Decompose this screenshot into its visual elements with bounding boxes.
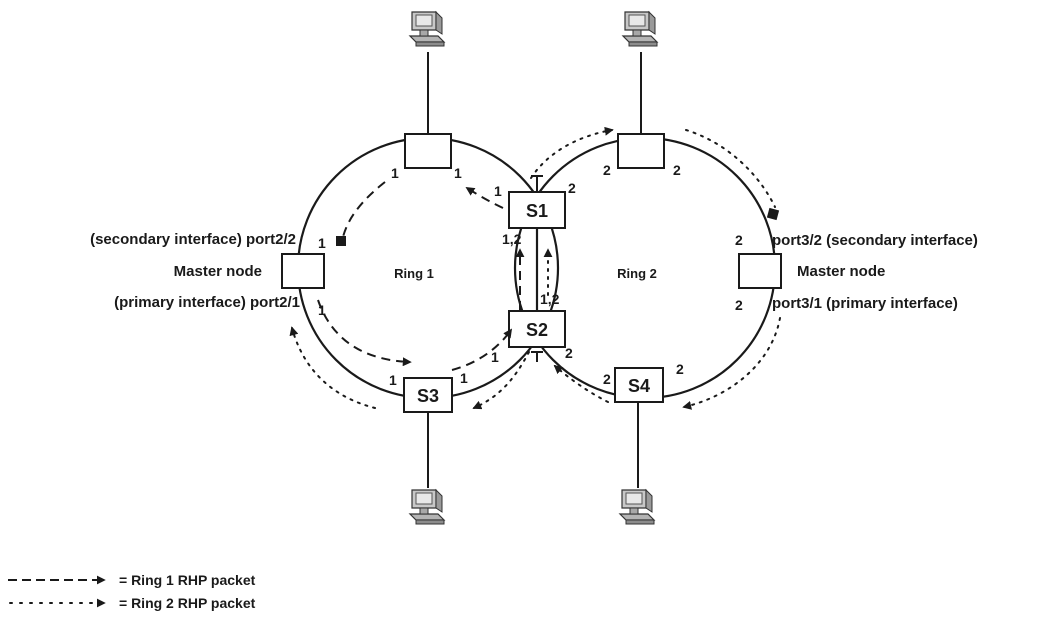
blocked-port-icon: [336, 236, 346, 246]
port-number: 2: [673, 162, 681, 178]
port-number: 1,2: [540, 291, 560, 307]
node-s2: [508, 310, 566, 348]
ring1-master-node: [281, 253, 325, 289]
port-number: 2: [603, 162, 611, 178]
port-number: 1: [318, 235, 326, 251]
ring1-master-node-label: Master node: [174, 263, 262, 280]
ring2-packet-path: [682, 317, 781, 410]
ring2-port-numbers: 2 2 2 2 2 2 2 2: [565, 162, 743, 387]
node-s2-label: S2: [526, 320, 548, 340]
topology-markers: [531, 175, 543, 362]
port-number: 2: [568, 180, 576, 196]
node-s3: [403, 377, 453, 413]
desktop-computer-icon: [619, 489, 655, 525]
ring-1-label: Ring 1: [394, 266, 434, 281]
ring2-top-node: [617, 133, 665, 169]
ring1-master-annotations: (secondary interface) port2/2 Master nod…: [90, 231, 300, 311]
ring1-packet-path: [451, 328, 513, 371]
port-number: 2: [603, 371, 611, 387]
port-number: 1: [454, 165, 462, 181]
ring1-packet-path: [317, 299, 412, 367]
port-number: 2: [565, 345, 573, 361]
ring2-master-node-label: Master node: [797, 263, 885, 280]
desktop-computer-icon: [622, 11, 658, 47]
ring1-primary-interface-label: (primary interface) port2/1: [114, 294, 300, 311]
ring2-master-annotations: port3/2 (secondary interface) Master nod…: [772, 232, 978, 312]
desktop-computer-icon: [409, 489, 445, 525]
ring1-rhp-packet-paths: [317, 181, 525, 371]
ring2-packet-path: [530, 126, 614, 179]
ring1-port-numbers: 1 1 1 1 1 1 1 1 1,2 1,2: [318, 165, 560, 388]
port-number: 1: [391, 165, 399, 181]
ring1-secondary-interface-label: (secondary interface) port2/2: [90, 231, 296, 248]
ring2-primary-interface-label: port3/1 (primary interface): [772, 295, 958, 312]
ring2-rhp-packet-paths: [289, 126, 781, 410]
port-number: 1: [491, 349, 499, 365]
node-s4-label: S4: [628, 376, 650, 396]
desktop-computer-icon: [409, 11, 445, 47]
port-number: 2: [676, 361, 684, 377]
switch-nodes: [281, 133, 782, 413]
port-number: 2: [735, 297, 743, 313]
port-number: 1: [318, 302, 326, 318]
port-number: 1,2: [502, 231, 522, 247]
legend: = Ring 1 RHP packet = Ring 2 RHP packet: [8, 572, 256, 611]
ring2-packet-path: [553, 364, 609, 403]
ring2-packet-path: [685, 129, 776, 208]
ring-2-label: Ring 2: [617, 266, 657, 281]
ring1-packet-path: [342, 181, 386, 238]
node-s4: [614, 367, 664, 403]
ring1-packet-path: [465, 187, 504, 209]
ring2-packet-path: [289, 326, 376, 409]
port-number: 1: [494, 183, 502, 199]
ring2-master-node: [738, 253, 782, 289]
node-s3-label: S3: [417, 386, 439, 406]
blocked-port-icon: [766, 207, 780, 221]
node-s1-label: S1: [526, 201, 548, 221]
port-number: 1: [389, 372, 397, 388]
port-number: 1: [460, 370, 468, 386]
legend-ring1-label: = Ring 1 RHP packet: [119, 572, 256, 588]
host-links: [427, 52, 642, 488]
legend-ring2-label: = Ring 2 RHP packet: [119, 595, 256, 611]
ring2-packet-path: [472, 351, 530, 410]
ring2-secondary-interface-label: port3/2 (secondary interface): [772, 232, 978, 249]
port-number: 2: [735, 232, 743, 248]
ring1-top-node: [404, 133, 452, 169]
